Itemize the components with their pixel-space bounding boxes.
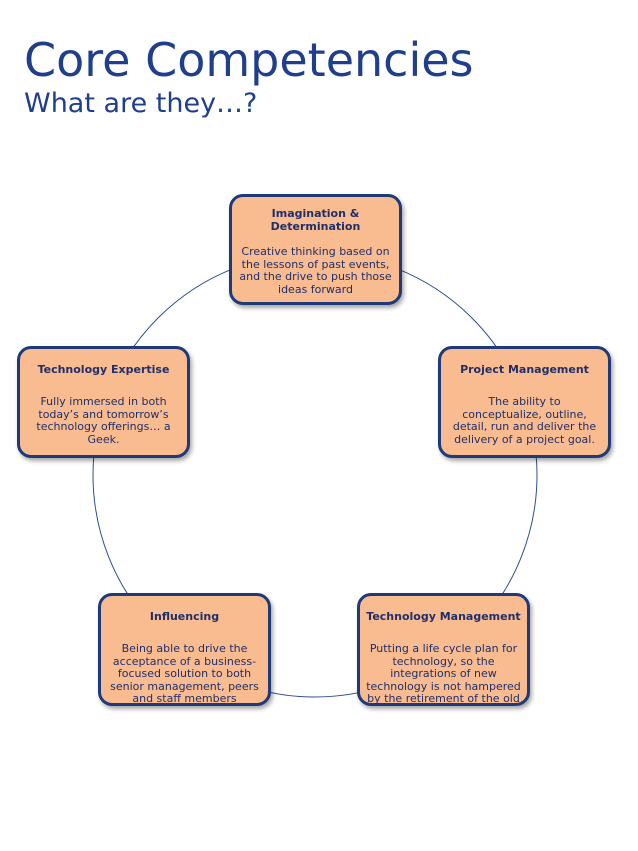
- cycle-node-influencing: Influencing Being able to drive the acce…: [98, 593, 271, 706]
- cycle-node-technology-management: Technology Management Putting a life cyc…: [357, 593, 530, 706]
- cycle-node-imagination: Imagination & Determination Creative thi…: [229, 194, 402, 305]
- node-description: The ability to conceptualize, outline, d…: [452, 395, 597, 446]
- node-description: Fully immersed in both today’s and tomor…: [36, 395, 171, 446]
- node-heading: Project Management: [460, 363, 589, 376]
- node-heading: Influencing: [149, 610, 220, 623]
- node-heading: Imagination & Determination: [270, 207, 361, 233]
- node-description: Putting a life cycle plan for technology…: [366, 642, 521, 705]
- node-heading: Technology Management: [366, 610, 521, 623]
- node-description: Creative thinking based on the lessons o…: [239, 245, 392, 296]
- cycle-node-technology-expertise: Technology Expertise Fully immersed in b…: [17, 346, 190, 458]
- node-description: Being able to drive the acceptance of a …: [110, 642, 259, 705]
- page-subtitle: What are they…?: [24, 88, 258, 119]
- cycle-node-project-management: Project Management The ability to concep…: [438, 346, 611, 458]
- page-title: Core Competencies: [24, 33, 474, 87]
- node-heading: Technology Expertise: [37, 363, 170, 376]
